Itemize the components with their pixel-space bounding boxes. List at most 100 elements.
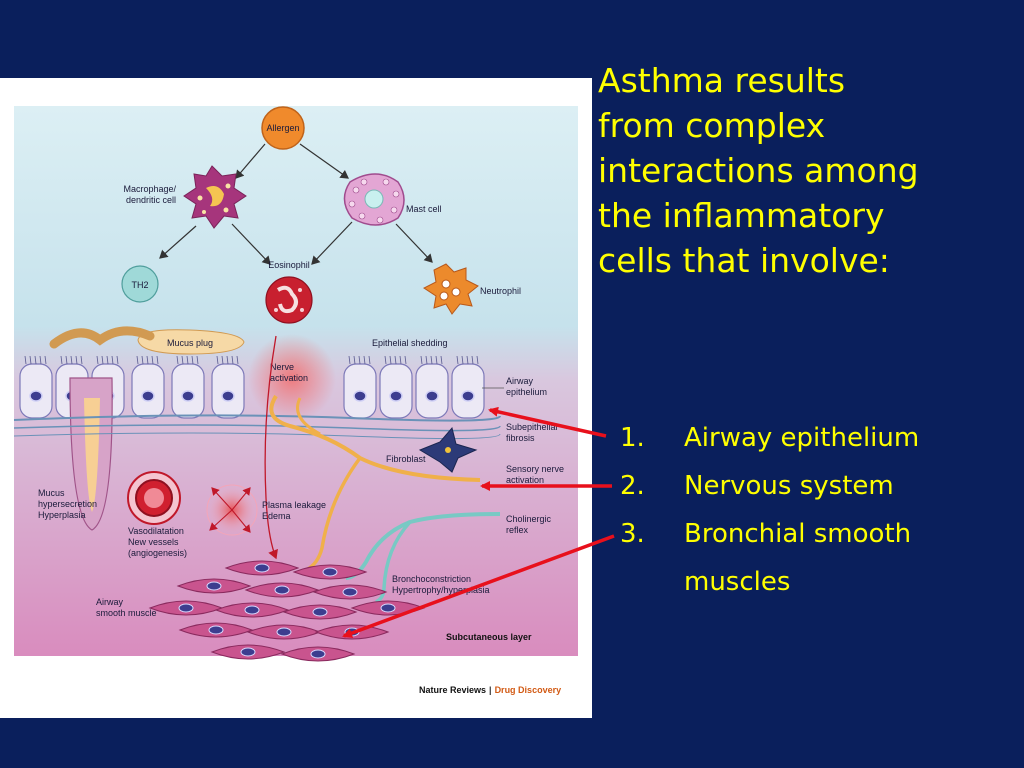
arrow-macrophage-eosinophil [231,223,271,265]
leak-arrow-3 [231,509,251,533]
title-line-5: cells that involve: [598,241,890,280]
cilia [471,355,474,365]
macrophage-label-line2: dendritic cell [126,195,176,205]
cilia [29,355,32,365]
smooth-muscle-nucleus [276,627,292,637]
cilia [404,355,407,365]
airway-epithelium-label-line2: epithelium [506,387,547,397]
cilia [425,355,428,365]
smooth-muscle-nucleus [240,647,256,657]
cilia [60,355,63,365]
list-item-number: 3. [620,519,645,549]
macrophage-label-line1: Macrophage/ [123,184,176,194]
cilia [34,355,37,365]
arrow-mastcell-neutrophil [395,223,433,263]
cilia [226,355,229,365]
smooth-muscle-nucleus [244,605,260,615]
mucus-hypersecretion-label-line3: Hyperplasia [38,510,86,520]
cilia [216,355,219,365]
cilia [384,355,387,365]
smooth-muscle-label-line2: smooth muscle [96,608,157,618]
smooth-muscle-nucleus [208,625,224,635]
cilia [430,355,433,365]
sensory-nerve-branch [296,397,321,436]
leak-arrow-1 [209,509,233,531]
epithelial-nucleus [29,390,43,402]
nerve-activation-label-line1: Nerve [270,362,294,372]
epithelial-nucleus [221,390,235,402]
subcutaneous-layer-label: Subcutaneous layer [446,632,532,642]
cilia [75,355,78,365]
cilia [24,355,27,365]
fibroblast-label: Fibroblast [386,454,426,464]
cilia [363,355,366,365]
basement-membrane-2 [13,424,501,432]
airway-epithelium-label-line1: Airway [506,376,534,386]
smooth-muscle-nucleus [380,603,396,613]
nerve-activation-glow [248,334,336,422]
sensory-nerve-fiber [269,394,481,482]
cilia [435,355,438,365]
smooth-muscle-nucleus [178,603,194,613]
list-item-text: Bronchial smooth muscles [684,519,912,597]
cilia [141,355,144,365]
blood-vessel-lumen [144,488,164,508]
bronchoconstriction-label-line2: Hypertrophy/hyperplasia [392,585,490,595]
title-line-3: interactions among [598,151,919,190]
smooth-muscle-nucleus [310,649,326,659]
cilia [353,355,356,365]
leak-arrow-4 [211,487,233,511]
asthma-pathway-diagram: Allergen Macrophage/ dendritic cell Mast… [13,106,578,662]
neutrophil-label: Neutrophil [480,286,521,296]
cilia [231,355,234,365]
cilia [181,355,184,365]
eosinophil-nucleus [276,285,298,314]
smooth-muscle-nucleus [274,585,290,595]
cholinergic-label-line2: reflex [506,525,529,535]
plasma-leakage-label-line1: Plasma leakage [262,500,326,510]
figure-panel: Allergen Macrophage/ dendritic cell Mast… [0,78,592,718]
cilia [80,355,83,365]
title-line-1: Asthma results [598,61,846,100]
vasodilatation-label-line1: Vasodilatation [128,526,184,536]
epithelial-shedding-label: Epithelial shedding [372,338,448,348]
mucus-plug-label: Mucus plug [167,338,213,348]
mast-cell-nucleus [364,189,384,209]
smooth-muscle-nucleus [342,587,358,597]
cilia [389,355,392,365]
smooth-muscle-nucleus [322,567,338,577]
cilia [221,355,224,365]
cilia [176,355,179,365]
cilia [106,355,109,365]
cilia [461,355,464,365]
th2-cell [121,265,159,303]
cilia [136,355,139,365]
cilia [146,355,149,365]
credit-separator: | [489,685,492,695]
macrophage-nucleus [206,186,224,207]
allergen-cell [261,106,305,150]
smooth-muscle-label-line1: Airway [96,597,124,607]
list-item-number: 2. [620,471,645,501]
slide-title: Asthma results from complex interactions… [598,58,1014,283]
figure-credit: Nature Reviews|Drug Discovery [419,685,561,695]
smooth-muscle-nucleus [254,563,270,573]
epithelial-nucleus [461,390,475,402]
bronchoconstriction-label-line1: Bronchoconstriction [392,574,471,584]
list-item-text: Nervous system [684,471,894,501]
credit-section: Drug Discovery [494,685,562,695]
vasodilatation-label-line3: (angiogenesis) [128,548,187,558]
cilia [101,355,104,365]
cilia [368,355,371,365]
mast-cell-label: Mast cell [406,204,442,214]
subepithelial-fibrosis-label-line1: Subepithelial [506,422,558,432]
cilia [156,355,159,365]
mucus-plug [137,329,245,355]
epithelial-nucleus [181,390,195,402]
cilia [65,355,68,365]
arrow-macrophage-th2 [159,225,197,259]
eosinophil-label: Eosinophil [268,260,310,270]
cilia [358,355,361,365]
leak-arrow-2 [231,487,251,511]
sensory-nerve-label-line2: activation [506,475,544,485]
